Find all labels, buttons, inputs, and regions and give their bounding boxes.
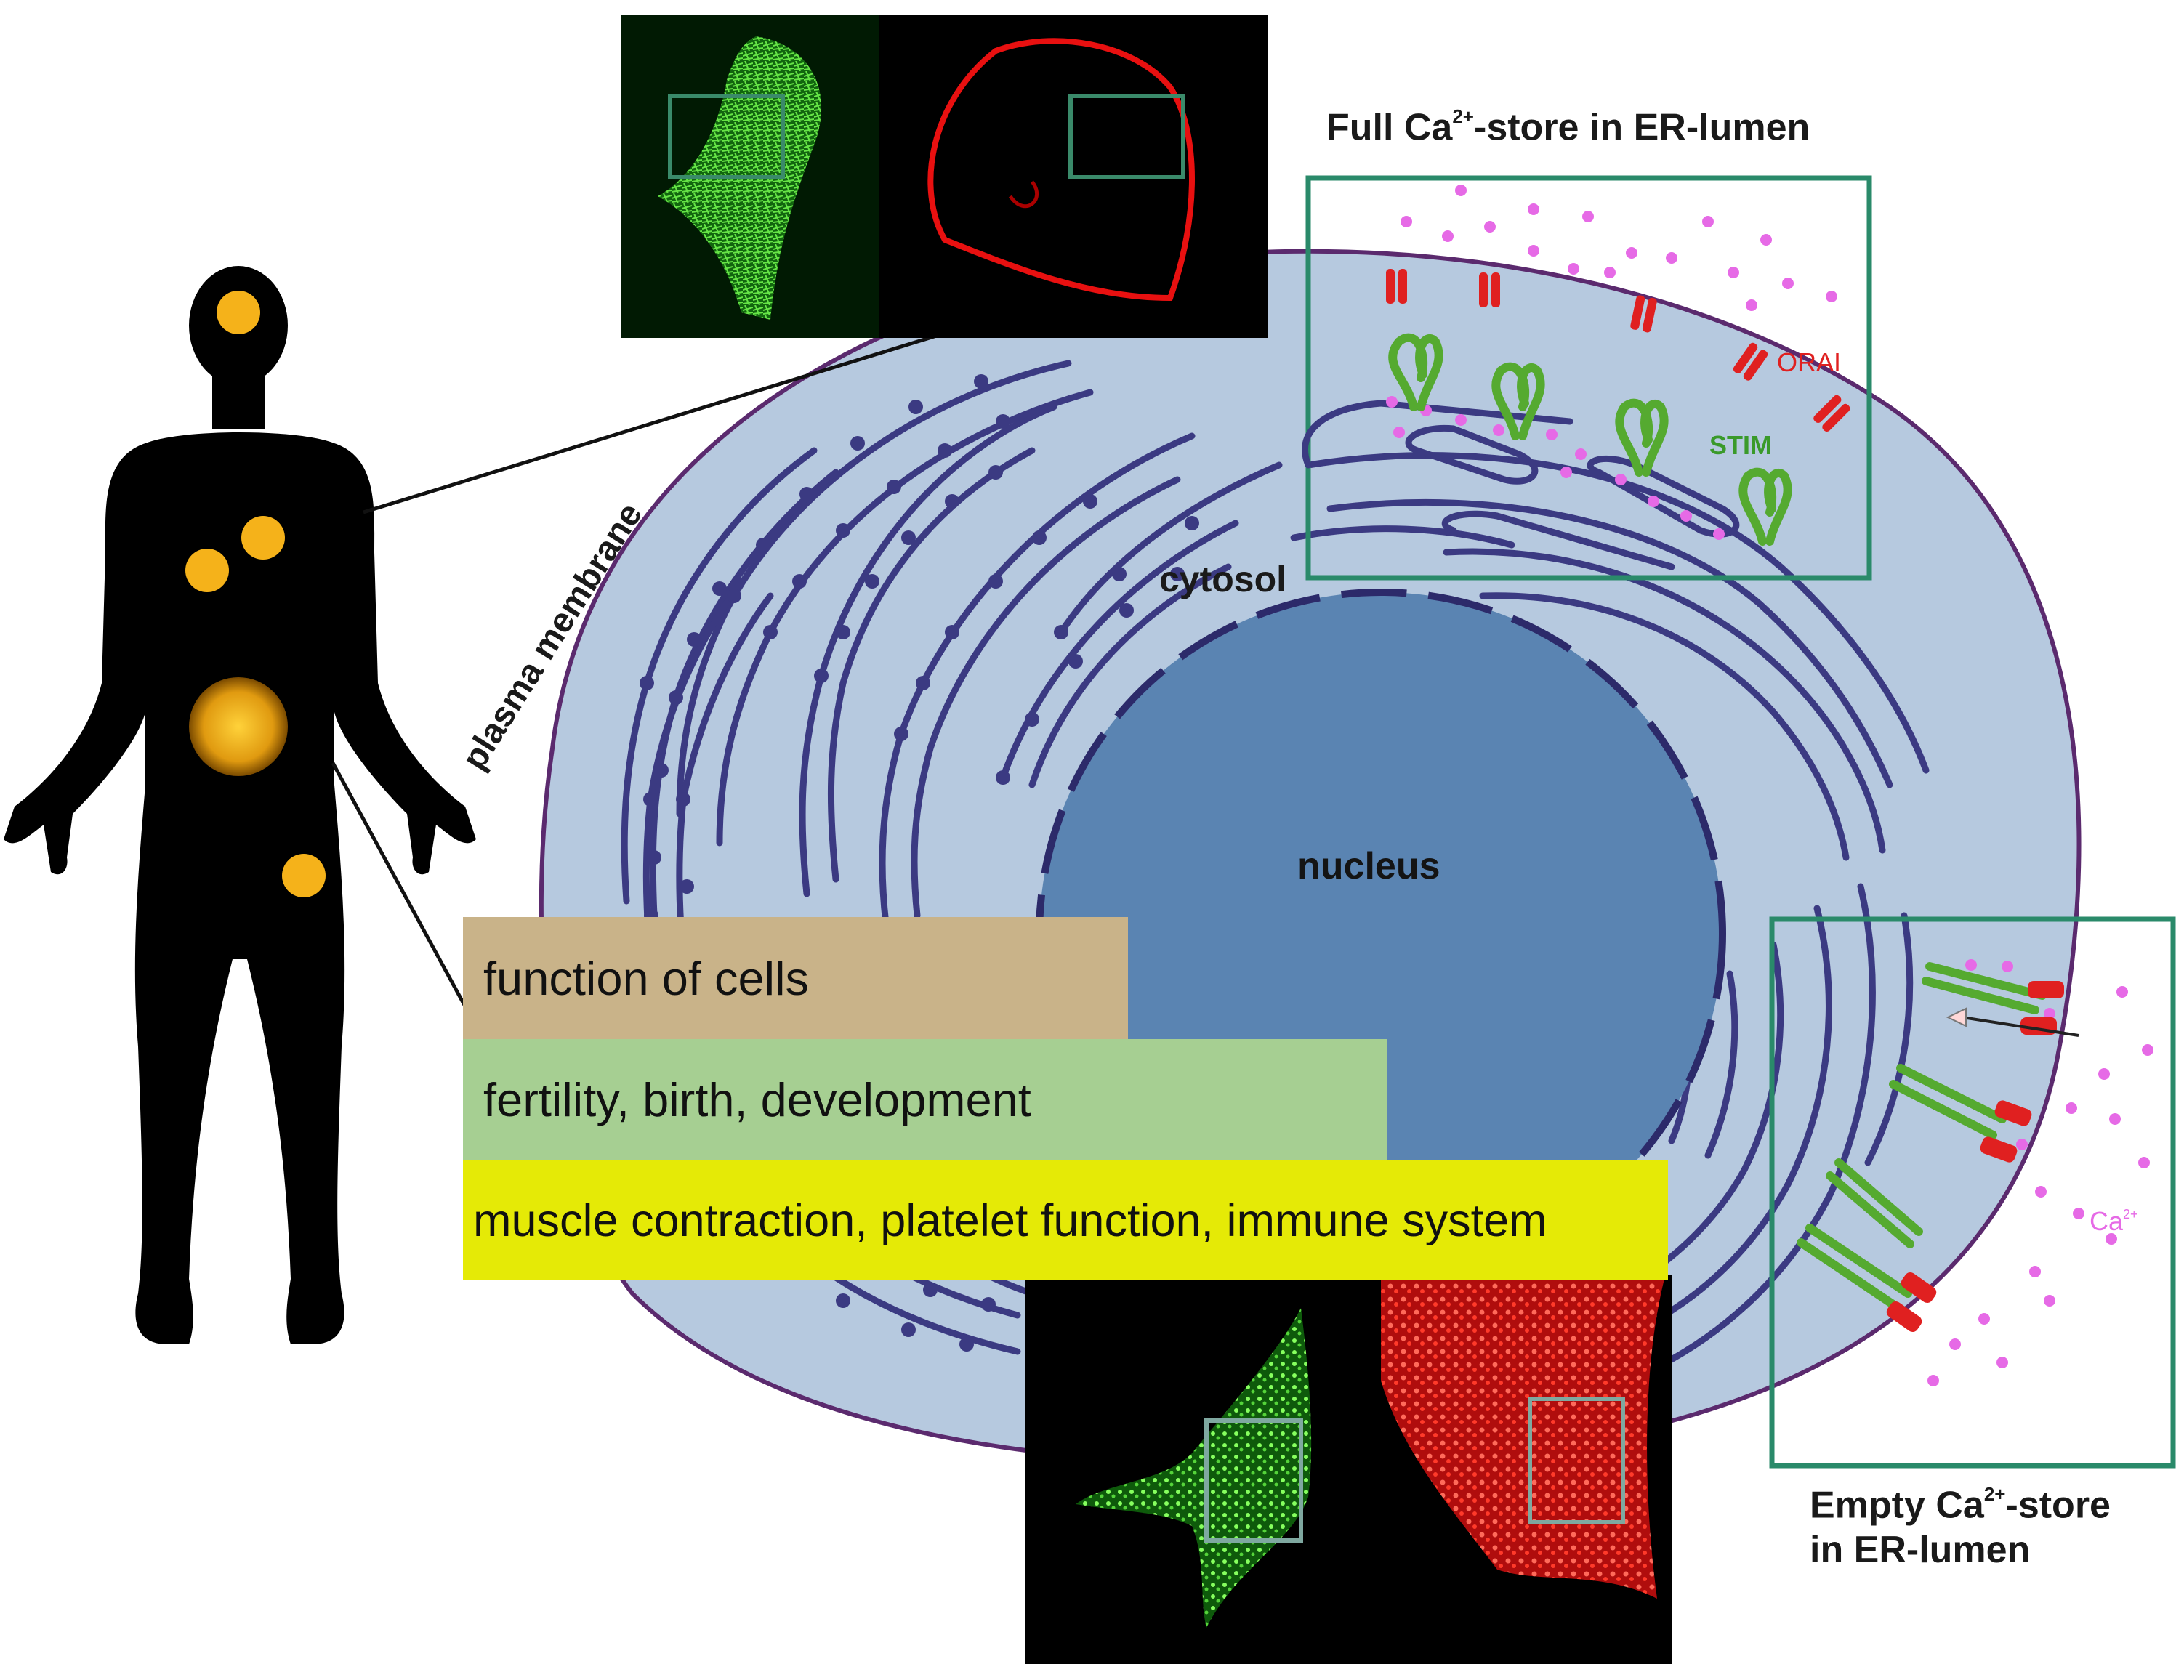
ca-ions-full [1386,185,1837,540]
ca-ions-empty [1927,959,2153,1386]
full-store-box [1302,175,1872,581]
full-store-title-pre: Full Ca [1326,106,1453,149]
function-bar-physiology-label: muscle contraction, platelet function, i… [473,1195,1547,1246]
stim-proteins-full [1388,333,1792,546]
cytosol-label: cytosol [1159,559,1287,599]
empty-store-title: Empty Ca2+-store in ER-lumen [1810,1471,2111,1572]
function-bar-physiology: muscle contraction, platelet function, i… [463,1160,1668,1280]
orai-channels-full [1386,269,1850,432]
ribosomes [640,374,1199,1352]
empty-store-title-line2: in ER-lumen [1810,1529,2031,1572]
micrograph-top [621,15,1268,338]
zoom-lines [331,332,942,1008]
full-store-title-post: -store in ER-lumen [1474,106,1810,149]
empty-store-title-pre: Empty Ca [1810,1484,1984,1527]
function-bar-cells-label: function of cells [483,951,810,1005]
smooth-er [1290,452,1930,1384]
full-store-title: Full Ca2+-store in ER-lumen [1326,105,1810,149]
organ-markers [185,291,326,897]
empty-store-title-sup: 2+ [1983,1483,2006,1505]
function-bar-development: fertility, birth, development [463,1039,1387,1160]
stim-orai-complexes-empty [1797,962,2079,1333]
ca-ion-label-sup: 2+ [2123,1206,2138,1221]
orai-label: ORAI [1777,347,1842,377]
ca-ion-label: Ca2+ [2090,1206,2138,1237]
stim-label: STIM [1709,430,1772,460]
ca-ion-label-pre: Ca [2090,1206,2124,1236]
micrograph-bottom [1025,1275,1672,1664]
nucleus-label: nucleus [1297,845,1440,887]
function-bar-development-label: fertility, birth, development [483,1073,1031,1126]
function-bar-cells: function of cells [463,917,1128,1039]
empty-store-box [1769,916,2176,1469]
human-silhouette [4,266,476,1344]
empty-store-title-line1: Empty Ca2+-store [1810,1471,2111,1527]
empty-store-title-post: -store [2005,1484,2111,1527]
full-store-title-sup: 2+ [1452,105,1474,127]
